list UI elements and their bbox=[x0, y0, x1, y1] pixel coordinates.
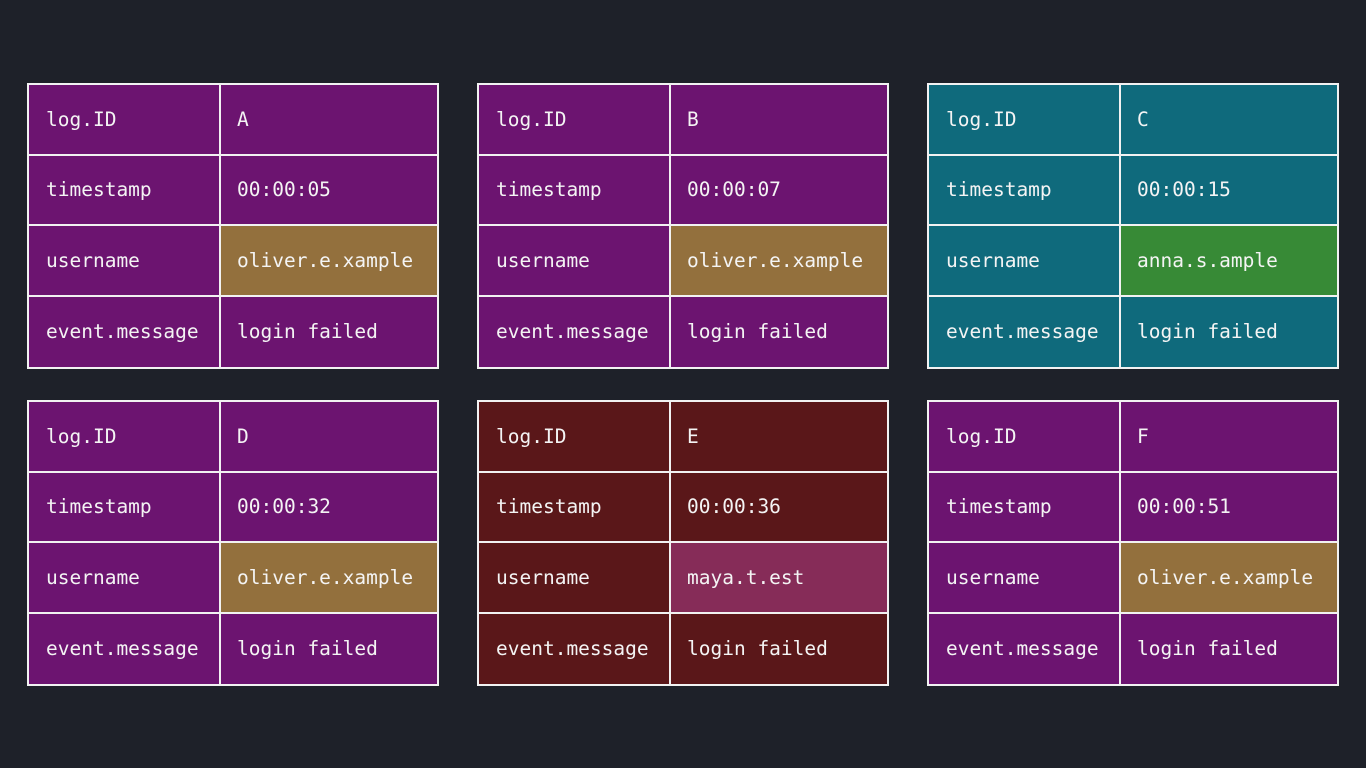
log-id-label: log.ID bbox=[479, 402, 671, 473]
username-value: oliver.e.xample bbox=[1121, 543, 1337, 614]
event-message-label: event.message bbox=[29, 296, 221, 367]
timestamp-label: timestamp bbox=[29, 472, 221, 543]
event-message-value: login failed bbox=[1137, 320, 1278, 344]
log-id-label: log.ID bbox=[29, 85, 221, 156]
username-value: oliver.e.xample bbox=[221, 226, 437, 297]
username-value: maya.t.est bbox=[671, 543, 887, 614]
username-label: username bbox=[929, 543, 1121, 614]
username-label: username bbox=[29, 543, 221, 614]
log-id-label: log.ID bbox=[929, 402, 1121, 473]
timestamp-value: 00:00:05 bbox=[221, 156, 437, 226]
log-id-label: log.ID bbox=[29, 402, 221, 473]
username-label: username bbox=[929, 226, 1121, 297]
log-id-value: A bbox=[221, 85, 437, 156]
timestamp-value: 00:00:15 bbox=[1121, 156, 1337, 226]
username-label: username bbox=[479, 543, 671, 614]
log-id-value: D bbox=[221, 402, 437, 473]
log-id-value: F bbox=[1121, 402, 1337, 473]
username-value: oliver.e.xample bbox=[671, 226, 887, 297]
log-id-label: log.ID bbox=[929, 85, 1121, 156]
timestamp-value: 00:00:36 bbox=[671, 473, 887, 543]
timestamp-label: timestamp bbox=[929, 472, 1121, 543]
event-message-label: event.message bbox=[929, 296, 1121, 367]
event-message-label: event.message bbox=[929, 613, 1121, 684]
timestamp-value: 00:00:51 bbox=[1121, 473, 1337, 543]
username-value: oliver.e.xample bbox=[221, 543, 437, 614]
timestamp-label: timestamp bbox=[479, 155, 671, 226]
username-label: username bbox=[29, 226, 221, 297]
log-id-label: log.ID bbox=[479, 85, 671, 156]
log-id-value: B bbox=[671, 85, 887, 156]
timestamp-label: timestamp bbox=[29, 155, 221, 226]
timestamp-value: 00:00:07 bbox=[671, 156, 887, 226]
username-label: username bbox=[479, 226, 671, 297]
event-message-label: event.message bbox=[29, 613, 221, 684]
username-value: anna.s.ample bbox=[1121, 226, 1337, 297]
event-message-value: login failed bbox=[687, 320, 828, 344]
event-message-value: login failed bbox=[687, 637, 828, 661]
log-id-value: C bbox=[1121, 85, 1337, 156]
event-message-value: login failed bbox=[237, 320, 378, 344]
timestamp-label: timestamp bbox=[929, 155, 1121, 226]
event-message-label: event.message bbox=[479, 613, 671, 684]
event-message-value: login failed bbox=[237, 637, 378, 661]
timestamp-value: 00:00:32 bbox=[221, 473, 437, 543]
event-message-label: event.message bbox=[479, 296, 671, 367]
timestamp-label: timestamp bbox=[479, 472, 671, 543]
event-message-value: login failed bbox=[1137, 637, 1278, 661]
log-id-value: E bbox=[671, 402, 887, 473]
